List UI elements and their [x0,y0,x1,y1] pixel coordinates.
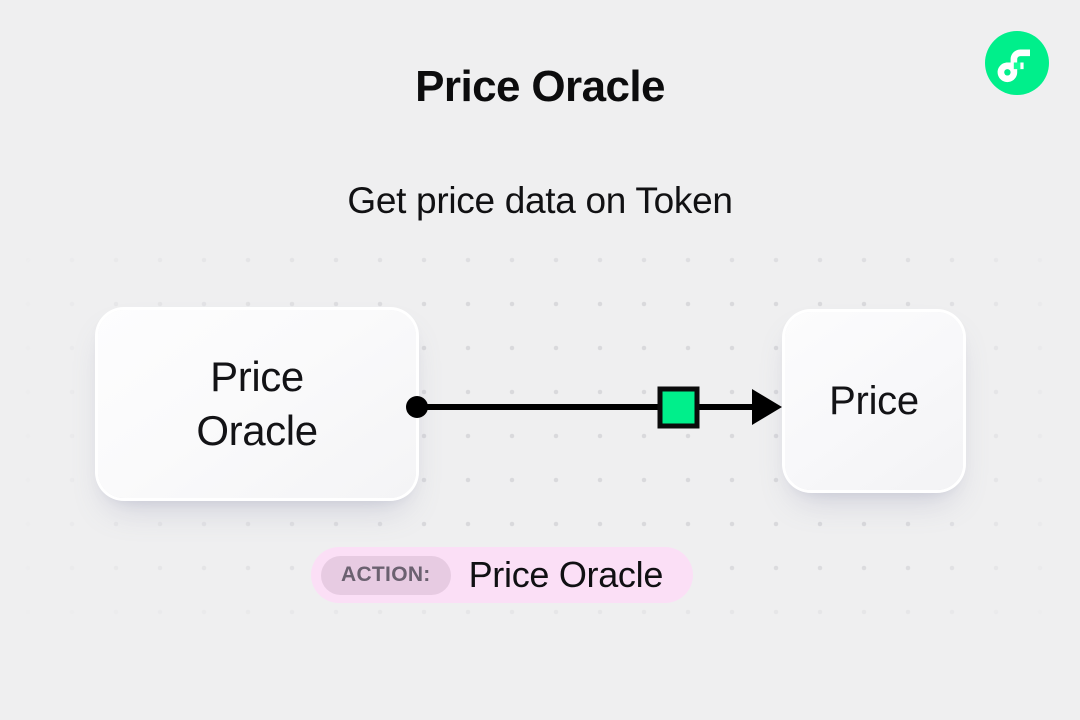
page-title: Price Oracle [415,62,665,111]
node-card-price-oracle[interactable]: Price Oracle [98,310,416,498]
node-card-source-label-line-2: Oracle [196,407,318,454]
node-card-source-label: Price Oracle [196,350,318,458]
node-card-target-label: Price [829,378,919,423]
action-badge-tag: ACTION: [321,555,451,595]
action-badge-value: Price Oracle [468,554,664,595]
flow-logo-icon [985,31,1049,95]
action-badge[interactable]: ACTION: Price Oracle [311,547,694,603]
page-subtitle: Get price data on Token [347,180,733,221]
green-square-node-icon[interactable] [657,386,700,429]
arrowhead-icon [752,389,782,425]
node-card-source-label-line-1: Price [210,353,304,401]
connector-edge [406,386,782,429]
node-card-price[interactable]: Price [785,312,963,490]
